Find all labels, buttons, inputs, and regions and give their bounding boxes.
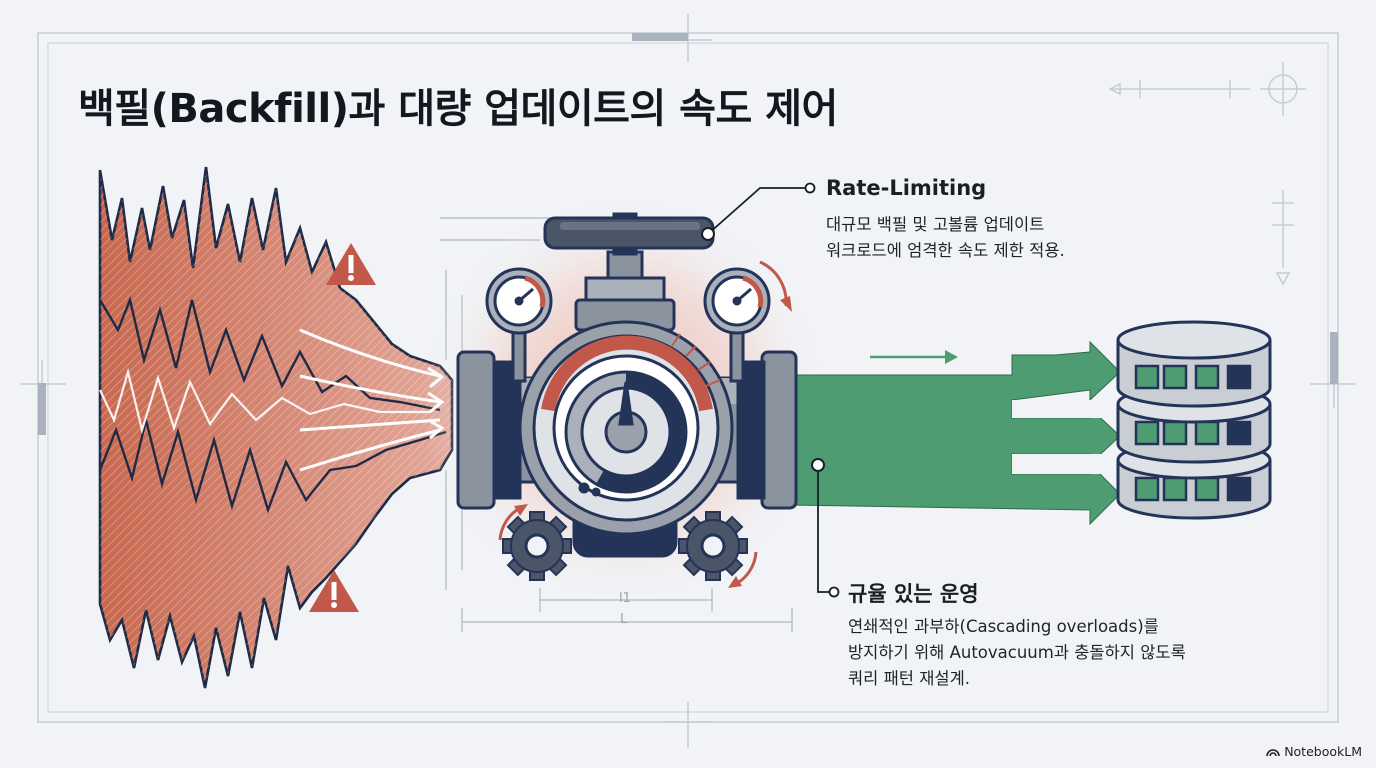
page-title: 백필(Backfill)과 대량 업데이트의 속도 제어 — [78, 86, 838, 132]
description-line: 방지하기 위해 Autovacuum과 충돌하지 않도록 — [848, 643, 1186, 662]
callout-anchor-dot — [701, 227, 715, 241]
rate-limiting-heading: Rate-Limiting — [826, 176, 987, 200]
warning-icon — [326, 243, 376, 285]
dimension-label-outer: L — [620, 612, 628, 627]
disciplined-ops-description: 연쇄적인 과부하(Cascading overloads)를 방지하기 위해 A… — [848, 614, 1186, 692]
frame-tab-top — [632, 33, 688, 41]
callout-leader-lines — [707, 187, 832, 593]
callout-anchor-dot — [811, 458, 825, 472]
rate-limiting-description: 대규모 백필 및 고볼륨 업데이트 워크로드에 엄격한 속도 제한 적용. — [826, 212, 1065, 264]
gauge-icon — [703, 267, 771, 383]
notebooklm-logo-icon — [1266, 748, 1280, 756]
chaotic-load-spikes — [98, 166, 454, 689]
dimension-label-inner: l1 — [619, 591, 631, 606]
valve-handle-icon — [543, 216, 715, 250]
rotation-arrow-head — [514, 504, 528, 516]
description-line: 대규모 백필 및 고볼륨 업데이트 — [826, 215, 1045, 234]
throttle-valve — [456, 212, 798, 558]
callout-anchor-dot — [804, 182, 816, 194]
description-line: 연쇄적인 과부하(Cascading overloads)를 — [848, 617, 1159, 636]
rotation-arrow-head — [728, 576, 742, 588]
frame-tab-left — [38, 383, 46, 435]
throttled-flow — [789, 340, 1121, 526]
frame-tab-right — [1330, 332, 1338, 384]
database-icon — [1116, 320, 1272, 520]
gear-icon — [502, 511, 572, 581]
brand-watermark: NotebookLM — [1266, 744, 1362, 759]
description-line: 워크로드에 엄격한 속도 제한 적용. — [826, 241, 1065, 260]
disciplined-ops-heading: 규율 있는 운영 — [848, 582, 979, 606]
gauge-icon — [485, 267, 553, 383]
brand-name: NotebookLM — [1284, 744, 1362, 759]
rotation-arrow-head — [780, 296, 792, 312]
warning-icon — [309, 570, 359, 612]
callout-anchor-dot — [828, 586, 840, 598]
description-line: 쿼리 패턴 재설계. — [848, 669, 970, 688]
gear-icon — [678, 511, 748, 581]
